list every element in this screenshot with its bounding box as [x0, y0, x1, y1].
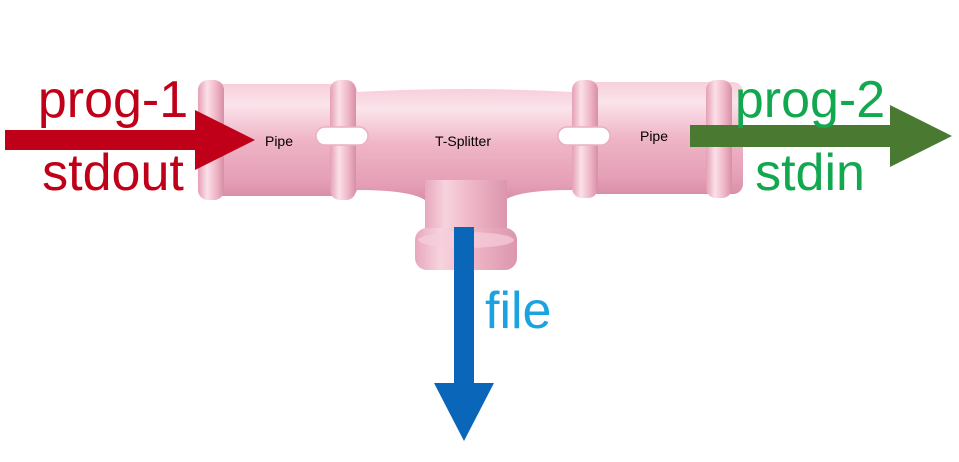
branch-file-label: file — [485, 282, 551, 340]
splitter-label: T-Splitter — [435, 133, 491, 149]
arrow-right-icon — [5, 110, 255, 170]
output-stream-label: stdin — [755, 144, 865, 202]
arrow-down-icon — [434, 227, 494, 441]
pipe-junction — [356, 89, 572, 200]
pipe-left-label: Pipe — [265, 133, 293, 149]
pipe-right-end — [573, 82, 743, 194]
pipe-left-end — [198, 84, 358, 196]
pipe-slot — [557, 126, 611, 146]
pipe-slot — [315, 126, 369, 146]
output-program-label: prog-2 — [735, 71, 885, 129]
input-stream-label: stdout — [42, 144, 184, 202]
input-program-label: prog-1 — [38, 71, 188, 129]
pipe-right-label: Pipe — [640, 128, 668, 144]
arrow-right-icon — [690, 105, 952, 167]
tee-pipe — [198, 80, 743, 270]
